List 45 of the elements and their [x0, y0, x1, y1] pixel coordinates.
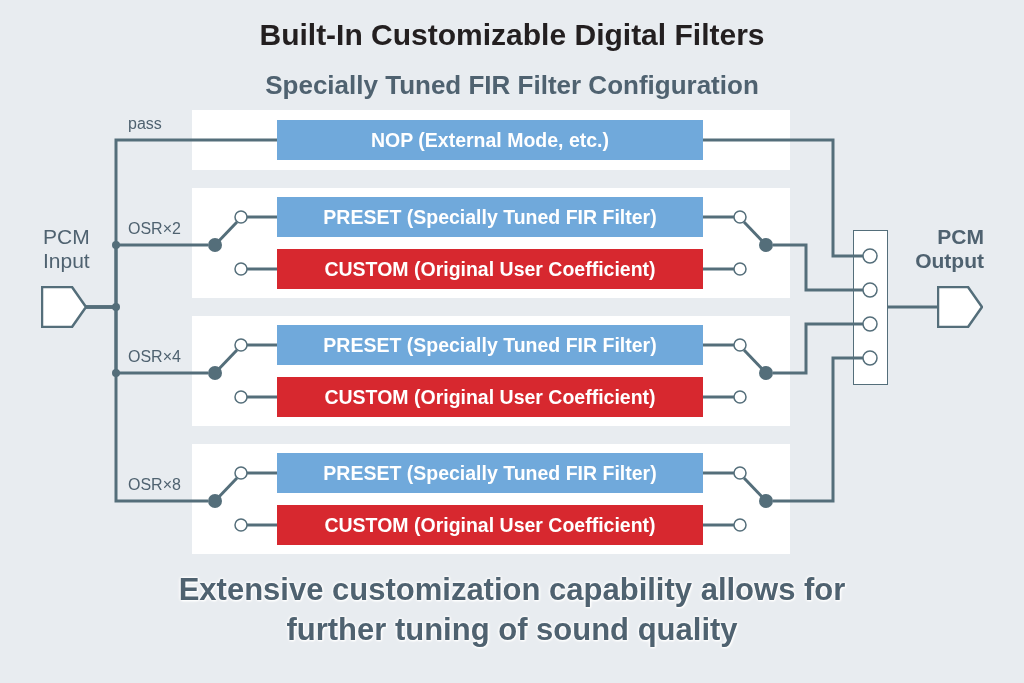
- port-label: PCM Output: [914, 225, 984, 273]
- connector-line: [773, 356, 853, 503]
- connector-line: [703, 523, 734, 527]
- filter-block: CUSTOM (Original User Coefficient): [277, 377, 703, 417]
- connector-line: [247, 267, 277, 271]
- filter-block: CUSTOM (Original User Coefficient): [277, 249, 703, 289]
- edge-label: pass: [128, 115, 162, 133]
- title: Built-In Customizable Digital Filters: [258, 18, 766, 52]
- connector-line: [247, 523, 277, 527]
- switch-symbol: [208, 338, 248, 404]
- filter-panel: [192, 316, 790, 426]
- switch-symbol: [733, 210, 773, 276]
- filter-block: PRESET (Specially Tuned FIR Filter): [277, 197, 703, 237]
- connector-line: [703, 343, 734, 347]
- filter-panel: [192, 188, 790, 298]
- edge-label: OSR×8: [128, 476, 181, 494]
- filter-block: CUSTOM (Original User Coefficient): [277, 505, 703, 545]
- switch-symbol: [208, 466, 248, 532]
- subtitle: Specially Tuned FIR Filter Configuration: [264, 70, 760, 101]
- caption: Extensive customization capability allows for further tuning of sound quality: [177, 571, 847, 649]
- connector-line: [773, 243, 853, 292]
- filter-block: PRESET (Specially Tuned FIR Filter): [277, 453, 703, 493]
- connector-line: [703, 395, 734, 399]
- connector-line: [247, 395, 277, 399]
- connector-line: [888, 305, 938, 309]
- connector-line: [773, 322, 853, 375]
- port-label: PCM Input: [43, 225, 91, 273]
- filter-block: PRESET (Specially Tuned FIR Filter): [277, 325, 703, 365]
- filter-panel: [192, 110, 790, 170]
- connector-line: [247, 343, 277, 347]
- switch-symbol: [208, 210, 248, 276]
- switch-symbol: [733, 338, 773, 404]
- filter-block: NOP (External Mode, etc.): [277, 120, 703, 160]
- edge-label: OSR×4: [128, 348, 181, 366]
- filter-panel: [192, 444, 790, 554]
- edge-label: OSR×2: [128, 220, 181, 238]
- connector-line: [703, 267, 734, 271]
- connector-line: [247, 471, 277, 475]
- connector-line: [86, 305, 208, 503]
- connector-line: [247, 215, 277, 219]
- connector-line: [703, 138, 853, 258]
- selector-block: [853, 230, 888, 385]
- connector-line: [703, 215, 734, 219]
- connector-line: [703, 471, 734, 475]
- switch-symbol: [733, 466, 773, 532]
